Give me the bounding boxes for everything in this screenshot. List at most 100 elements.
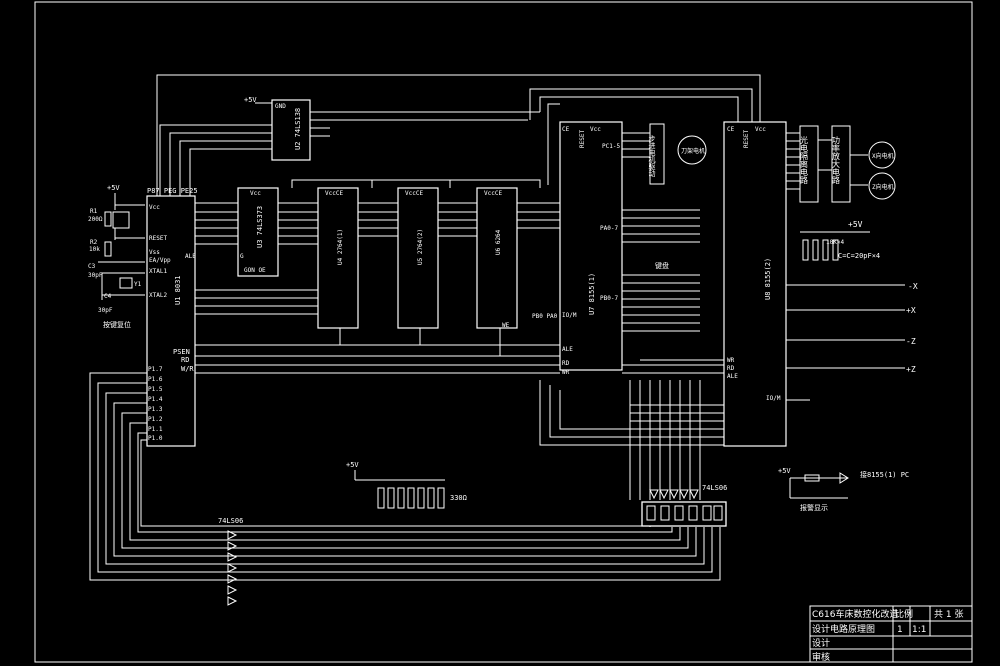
latch-g: G [240, 253, 244, 260]
pio2-ce: CE [727, 126, 735, 133]
alarm-circuit: +5V 接8155(1) PC 报警显示 [778, 467, 909, 512]
buffer-right-label: 74LS06 [702, 484, 727, 492]
eprom-2764-1: VccCE U4 2764(1) [317, 187, 359, 329]
crystal-label: Y1 [134, 281, 142, 288]
cpu-p10: P1.0 [148, 435, 163, 442]
seven-seg-display: 74LS06 [641, 484, 727, 527]
r2-value: 10k [89, 246, 100, 253]
alarm-out-label: 接8155(1) PC [860, 470, 909, 479]
drawing-border [34, 1, 973, 663]
resistor-r2 [104, 241, 112, 257]
pio2-ale: ALE [727, 373, 738, 380]
cpu-p17: P1.7 [148, 366, 163, 373]
title-design: 设计 [812, 637, 830, 649]
pio1-ce: CE [562, 126, 570, 133]
limit-x-minus: -X [908, 282, 918, 291]
photo-isolate-label: 光电隔离电路 [800, 135, 809, 184]
motor-drive-block: 光电隔离电路 功率放大电路 X向电机 Z向电机 [799, 125, 896, 203]
eprom2-name: U5 2764(2) [417, 229, 424, 265]
cpu-vss-label: Vss [149, 249, 160, 256]
cpu-p11: P1.1 [148, 426, 163, 433]
cpu-vcc-label: Vcc [149, 204, 160, 211]
pio1-rd: RD [562, 360, 570, 367]
pio1-wr: WR [562, 369, 570, 376]
pio1-reset: RESET [579, 130, 586, 148]
limit-x-plus: +X [906, 306, 916, 315]
cpu-xtal1-label: XTAL1 [149, 268, 167, 275]
cpu-reset-label: RESET [149, 235, 167, 242]
limit-5v: +5V [848, 220, 863, 229]
resistor-array-330: +5V 330Ω [346, 461, 467, 509]
pio2-reset: RESET [743, 130, 750, 148]
stepper-driver-label: 步进电机驱动 [648, 135, 656, 178]
decoder-5v: +5V [244, 96, 257, 104]
alarm-led-label: 报警显示 [800, 503, 828, 512]
cpu-top-pins: P87 PEG PE25 [147, 187, 198, 195]
pio1-vcc: Vcc [590, 126, 601, 133]
alarm-5v: +5V [778, 467, 791, 475]
pio1-pb: PB0-7 [600, 295, 618, 302]
pio1-iom: IO/M [562, 312, 577, 319]
title-ratio: 1:1 [912, 625, 926, 635]
buffer-left-label: 74LS06 [218, 517, 243, 525]
pio1-ale: ALE [562, 346, 573, 353]
buffer-74ls06-left: 74LS06 [218, 517, 243, 606]
pio2-vcc: Vcc [755, 126, 766, 133]
cap-note: C=C=20pF×4 [838, 252, 880, 260]
cpu-p13: P1.3 [148, 406, 163, 413]
pio1-pc: PC1-5 [602, 143, 620, 150]
title-line1: C616车床数控化改造 [812, 608, 898, 620]
resnet-label: 10K×4 [826, 239, 844, 246]
r1-value: 200Ω [88, 216, 103, 223]
pio1-pa: PA0-7 [600, 225, 618, 232]
resarray-value: 330Ω [450, 494, 467, 502]
latch-oe: GON OE [244, 267, 266, 274]
r1-label: R1 [90, 208, 98, 215]
ram-ce: VccCE [484, 190, 502, 197]
reset-key-label: 按键复位 [103, 320, 131, 329]
pio2-rd: RD [727, 365, 735, 372]
c4-value: 30pF [98, 307, 113, 314]
pio1-name: U7 8155(1) [588, 273, 596, 315]
pio2-name: U8 8155(2) [764, 258, 772, 300]
crystal [119, 277, 133, 289]
resarray-5v: +5V [346, 461, 359, 469]
cpu-rd-label: RD [181, 356, 189, 364]
tool-motor-block: 步进电机驱动 刀架电机 [648, 123, 707, 185]
reset-5v: +5V [107, 184, 120, 192]
decoder-name: U2 74LS138 [294, 108, 302, 150]
cpu-p15: P1.5 [148, 386, 163, 393]
title-ratio-label: 比例 [895, 608, 913, 620]
title-line2: 设计电路原理图 [812, 623, 875, 635]
limit-z-minus: -Z [906, 337, 916, 346]
z-motor-circle [868, 172, 896, 200]
eprom-2764-2: VccCE U5 2764(2) [397, 187, 439, 329]
pio2-iom: IO/M [766, 395, 781, 402]
cpu-ea-label: EA/Vpp [149, 257, 171, 264]
c4-label: C4 [104, 293, 112, 300]
cpu-8031: P87 PEG PE25 Vcc RESET Vss EA/Vpp XTAL1 … [146, 187, 198, 447]
reset-crystal-circuit: +5V R1 200Ω R2 10k C3 30pF Y1 C4 30pF 按键… [88, 184, 145, 329]
ram-6264: VccCE U6 6264 WE [476, 187, 518, 329]
eprom2-ce: VccCE [405, 190, 423, 197]
pio-8155-1: CE Vcc RESET U7 8155(1) ALE RD WR IO/M P… [559, 121, 623, 376]
x-motor-circle [868, 141, 896, 169]
c3-label: C3 [88, 263, 96, 270]
decoder-74ls138: +5V GND U2 74LS138 [244, 96, 540, 161]
tool-motor-circle [677, 135, 707, 165]
cpu-p16: P1.6 [148, 376, 163, 383]
c3-value: 30pF [88, 272, 103, 279]
keyboard-label: 键盘 [655, 261, 669, 270]
z-motor-label: Z向电机 [872, 183, 894, 191]
title-sheet-label: 共 1 张 [934, 609, 963, 620]
tool-motor-label: 刀架电机 [681, 147, 705, 155]
p1-port-lines [89, 372, 721, 581]
cpu-ale-label: ALE [185, 253, 196, 260]
pio2-wr: WR [727, 357, 735, 364]
cpu-p14: P1.4 [148, 396, 163, 403]
cpu-psen-label: PSEN [173, 348, 190, 356]
x-motor-label: X向电机 [872, 152, 894, 160]
decoder-gnd: GND [275, 103, 286, 110]
cpu-wr-label: W/R [181, 365, 194, 373]
